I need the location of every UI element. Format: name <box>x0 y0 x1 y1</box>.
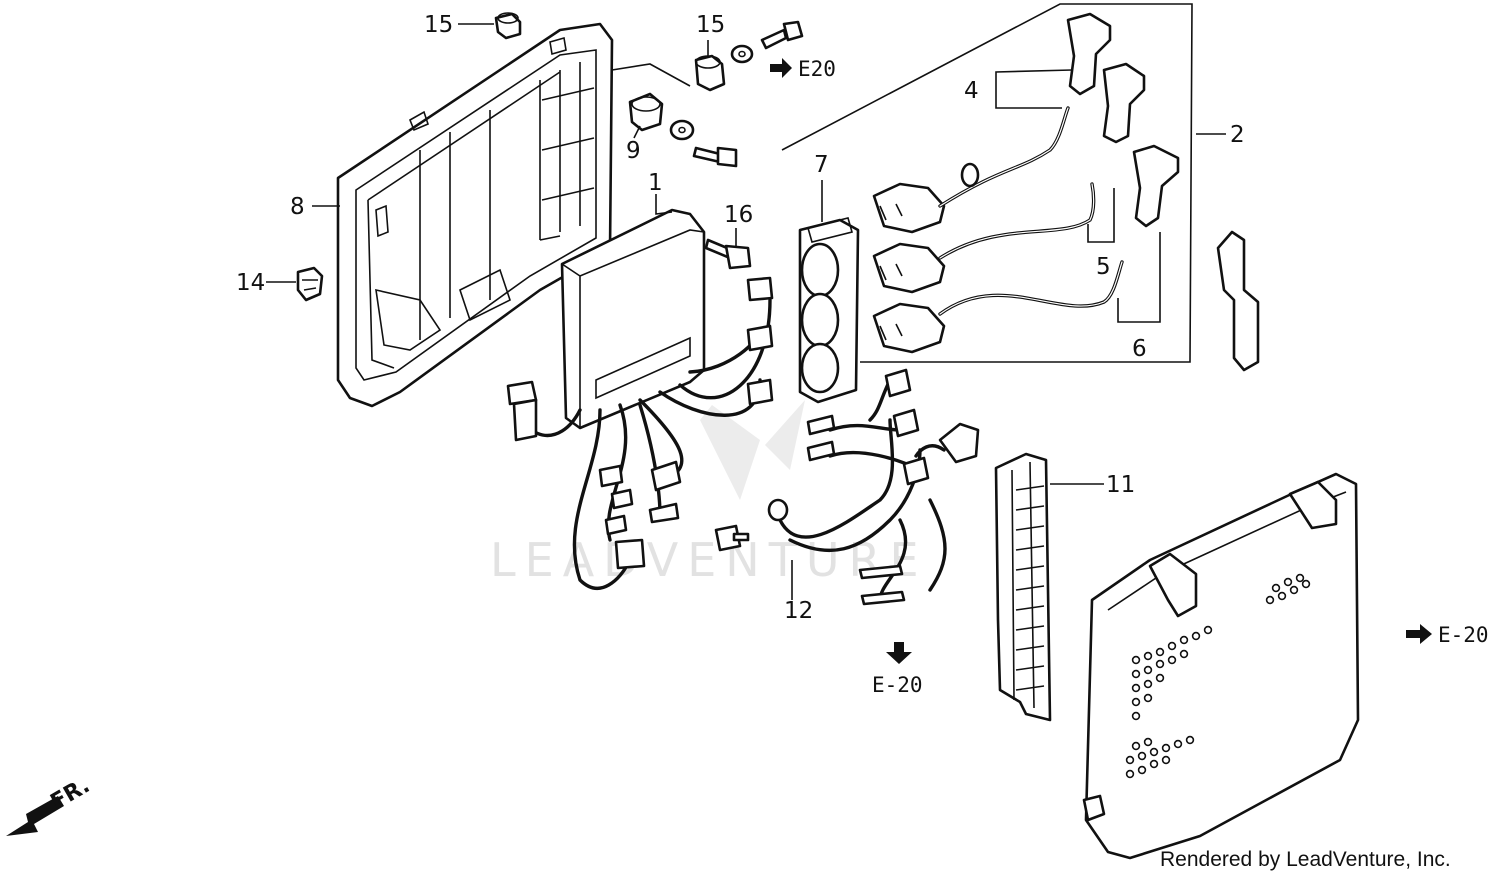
callout-6: 6 <box>1132 336 1147 362</box>
ref-label-bottom: E-20 <box>872 673 923 697</box>
bolt-part-16[interactable] <box>704 238 752 270</box>
front-direction-indicator: FR. <box>6 773 94 836</box>
ignition-coils[interactable] <box>872 106 1124 354</box>
leader-4 <box>995 69 1073 109</box>
ignition-coil-middle[interactable] <box>872 182 1096 294</box>
leader-lines <box>266 23 1226 600</box>
copyright-text: Rendered by LeadVenture, Inc. <box>1160 848 1451 871</box>
callout-2: 2 <box>1230 122 1245 148</box>
watermark-text: LEADVENTURE <box>490 533 928 587</box>
harness-holder-part-11[interactable] <box>994 452 1052 722</box>
ignition-coil-lower[interactable] <box>872 260 1124 354</box>
front-arrow-icon <box>6 796 64 836</box>
grommet-part-15[interactable] <box>494 12 522 40</box>
spark-plug-caps-part-4[interactable] <box>1066 12 1180 228</box>
callout-7: 7 <box>814 152 829 178</box>
coil-holder-part-7[interactable] <box>798 217 860 404</box>
callout-16: 16 <box>724 202 753 228</box>
assembly-bracket-2 <box>781 3 1193 363</box>
leader-5 <box>1087 188 1115 243</box>
back-plate-part-8[interactable] <box>336 22 614 408</box>
bolt-near-12[interactable] <box>714 524 750 552</box>
callout-8: 8 <box>290 194 305 220</box>
grommet-part-9[interactable] <box>628 92 738 168</box>
watermark-logo: LEADVENTURE <box>490 400 928 587</box>
callout-5: 5 <box>1096 254 1111 280</box>
callout-12: 12 <box>784 598 813 624</box>
callout-15: 15 <box>424 12 453 38</box>
callout-4: 4 <box>964 78 979 104</box>
cover-vent-holes <box>1125 573 1311 779</box>
ref-arrow-e20-right[interactable]: E-20 <box>1406 623 1489 647</box>
module-wire-harness <box>506 276 774 590</box>
ref-label-top: E20 <box>798 57 836 81</box>
clip-part-13[interactable] <box>296 266 324 302</box>
leader-6 <box>1117 232 1161 323</box>
callout-labels: 15 15 14 8 9 1 16 7 4 2 5 6 11 12 <box>236 12 1245 624</box>
wire-clamp[interactable] <box>1216 230 1260 372</box>
callout-11: 11 <box>1106 472 1135 498</box>
ref-label-right: E-20 <box>1438 623 1489 647</box>
callout-1: 1 <box>648 170 663 196</box>
ref-arrow-e20-top[interactable]: E20 <box>770 57 836 81</box>
callout-14: 15 <box>696 12 725 38</box>
front-cover[interactable] <box>1082 472 1360 860</box>
wire-harness-part-12[interactable] <box>767 368 980 606</box>
rubber-mount-part-14[interactable] <box>694 20 804 92</box>
ignition-coil-upper[interactable] <box>872 106 1070 234</box>
callout-9: 9 <box>626 138 641 164</box>
callout-13: 14 <box>236 270 265 296</box>
ref-arrow-e20-bottom[interactable]: E-20 <box>872 642 923 697</box>
